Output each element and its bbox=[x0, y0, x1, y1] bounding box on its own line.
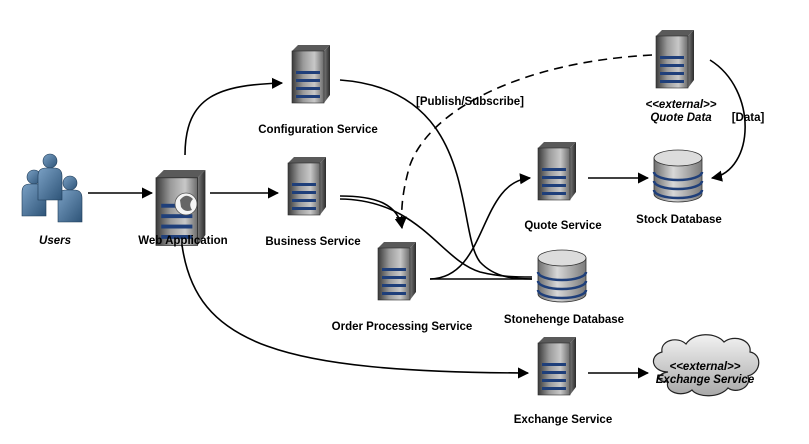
data-edge-label: [Data] bbox=[732, 112, 765, 124]
business-service-server-icon bbox=[287, 156, 327, 216]
edge-web-config bbox=[184, 77, 284, 156]
order-processing-service-server-icon bbox=[377, 241, 417, 301]
edge-order-quote bbox=[429, 173, 532, 280]
users-label: Users bbox=[39, 235, 71, 247]
stonehenge-database-label: Stonehenge Database bbox=[504, 314, 624, 326]
edge-config-stonehenge bbox=[339, 79, 533, 280]
edge-quotedata-stock bbox=[709, 59, 746, 182]
edge-publish-subscribe bbox=[395, 54, 653, 229]
exchange-cloud-stereotype-label: <<external>> bbox=[670, 361, 741, 373]
exchange-service-label: Exchange Service bbox=[514, 414, 612, 426]
configuration-service-server-icon bbox=[291, 44, 331, 104]
web-application-label: Web Application bbox=[138, 235, 227, 247]
publish-subscribe-label: [Publish/Subscribe] bbox=[416, 96, 524, 108]
stonehenge-database-icon bbox=[536, 248, 588, 304]
quote-service-label: Quote Service bbox=[524, 220, 601, 232]
edge-web-exchange bbox=[181, 244, 530, 379]
external-exchange-cloud-icon bbox=[652, 334, 760, 397]
connectors bbox=[88, 54, 746, 379]
quote-data-server-icon bbox=[655, 29, 695, 89]
edge-business-stonehenge bbox=[339, 198, 533, 278]
quote-data-stereotype-label: <<external>> bbox=[646, 99, 717, 111]
web-application-server-icon bbox=[155, 169, 207, 247]
users-icon bbox=[21, 153, 83, 223]
exchange-service-server-icon bbox=[537, 336, 577, 396]
stock-database-label: Stock Database bbox=[636, 214, 722, 226]
stock-database-icon bbox=[652, 148, 704, 204]
business-service-label: Business Service bbox=[265, 236, 360, 248]
configuration-service-label: Configuration Service bbox=[258, 124, 378, 136]
quote-service-server-icon bbox=[537, 141, 577, 201]
exchange-cloud-label: Exchange Service bbox=[656, 374, 755, 386]
order-processing-service-label: Order Processing Service bbox=[332, 321, 473, 333]
edge-business-order bbox=[339, 195, 406, 230]
quote-data-label: Quote Data bbox=[650, 112, 712, 124]
